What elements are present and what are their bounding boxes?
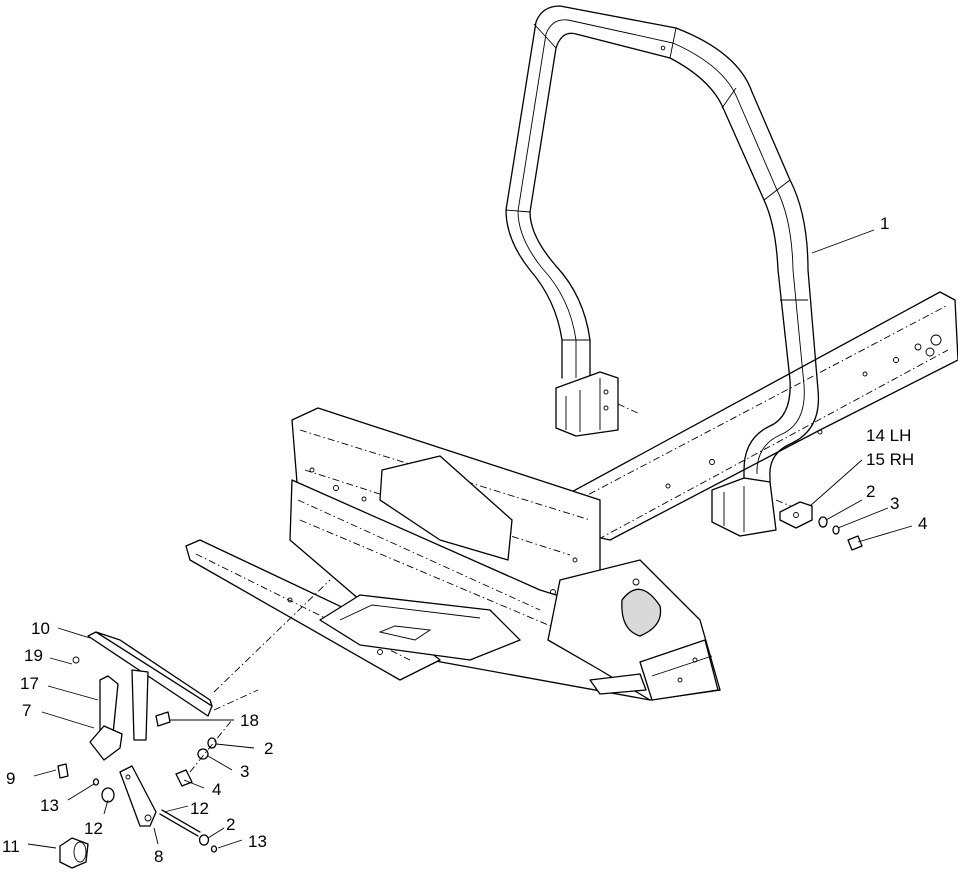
callout-13-right: 13 bbox=[248, 832, 267, 851]
callout-2-right: 2 bbox=[866, 482, 875, 501]
callout-2-lower: 2 bbox=[264, 739, 273, 758]
callout-15-rh: 15 RH bbox=[866, 450, 914, 469]
callout-3-lower: 3 bbox=[240, 762, 249, 781]
pedal-assembly bbox=[57, 579, 331, 869]
callout-13-left: 13 bbox=[40, 796, 59, 815]
callout-10: 10 bbox=[31, 619, 50, 638]
main-frame bbox=[185, 291, 958, 701]
right-mount-hardware bbox=[779, 501, 863, 551]
callout-2-bottom: 2 bbox=[226, 815, 235, 834]
roll-bar bbox=[505, 5, 820, 537]
callout-14-lh: 14 LH bbox=[866, 426, 911, 445]
callout-11: 11 bbox=[2, 837, 20, 856]
callout-7: 7 bbox=[22, 701, 31, 720]
callout-1: 1 bbox=[880, 214, 889, 233]
leader-lines bbox=[27, 229, 913, 849]
callout-12-right: 12 bbox=[190, 799, 209, 818]
callout-labels: 1 14 LH 15 RH 2 3 4 10 19 17 7 18 2 3 4 … bbox=[2, 214, 927, 866]
callout-18: 18 bbox=[240, 711, 259, 730]
callout-9: 9 bbox=[6, 769, 15, 788]
callout-12-left: 12 bbox=[84, 819, 103, 838]
callout-4-lower: 4 bbox=[212, 780, 221, 799]
callout-19: 19 bbox=[24, 646, 43, 665]
callout-8: 8 bbox=[154, 847, 163, 866]
callout-4-right: 4 bbox=[918, 514, 927, 533]
callout-17: 17 bbox=[20, 674, 39, 693]
callout-3-right: 3 bbox=[890, 494, 899, 513]
